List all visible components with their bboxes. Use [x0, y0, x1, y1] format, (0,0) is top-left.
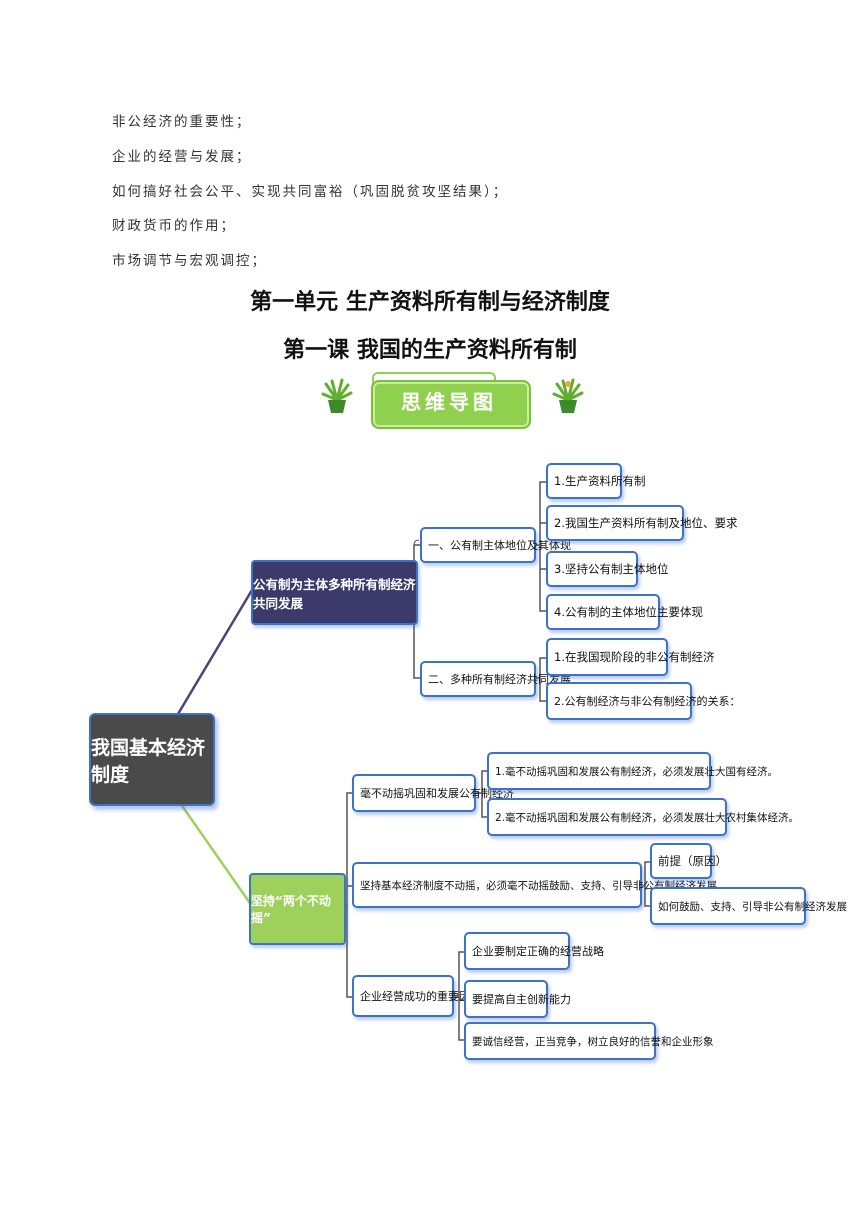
branch-public-ownership: 公有制为主体多种所有制经济共同发展 — [251, 560, 418, 625]
node-consolidate-public: 毫不动摇巩固和发展公有制经济 — [352, 774, 514, 812]
banner-label: 思维导图 — [401, 390, 497, 414]
mindmap-banner — [371, 380, 531, 429]
node-item: 要提高自主创新能力 — [464, 980, 571, 1018]
node-item: 如何鼓励、支持、引导非公有制经济发展 — [650, 887, 847, 925]
node-non-public: 坚持基本经济制度不动摇，必须毫不动摇鼓励、支持、引导非公有制经济发展。 — [352, 862, 728, 908]
node-item: 1.在我国现阶段的非公有制经济 — [546, 638, 714, 676]
text-line: 市场调节与宏观调控； — [112, 253, 267, 269]
branch-two-unwavering: 坚持“两个不动摇” — [249, 873, 346, 945]
text-line: 非公经济的重要性； — [112, 114, 252, 130]
node-public-dominant: 一、公有制主体地位及其体现 — [420, 527, 571, 563]
node-item: 1.毫不动摇巩固和发展公有制经济，必须发展壮大国有经济。 — [487, 752, 778, 790]
node-enterprise-factors: 企业经营成功的重要因素 — [352, 975, 481, 1017]
plant-icon — [552, 378, 584, 413]
node-item: 4.公有制的主体地位主要体现 — [546, 594, 703, 630]
text-line: 企业的经营与发展； — [112, 149, 252, 165]
plant-icon — [321, 378, 353, 413]
mindmap-root: 我国基本经济制度 — [89, 713, 215, 806]
node-item: 要诚信经营，正当竞争，树立良好的信誉和企业形象 — [464, 1022, 714, 1060]
node-item: 2.毫不动摇巩固和发展公有制经济，必须发展壮大农村集体经济。 — [487, 798, 799, 836]
node-item: 3.坚持公有制主体地位 — [546, 551, 668, 587]
lesson-title: 第一课 我国的生产资料所有制 — [283, 337, 577, 363]
text-line: 如何搞好社会公平、实现共同富裕（巩固脱贫攻坚结果）； — [112, 184, 509, 200]
node-item: 2.公有制经济与非公有制经济的关系： — [546, 682, 741, 720]
node-item: 2.我国生产资料所有制及地位、要求 — [546, 505, 737, 541]
text-line: 财政货币的作用； — [112, 218, 236, 234]
node-item: 1.生产资料所有制 — [546, 463, 645, 499]
node-item: 前提（原因） — [650, 843, 727, 879]
unit-title: 第一单元 生产资料所有制与经济制度 — [250, 289, 610, 315]
node-item: 企业要制定正确的经营战略 — [464, 932, 604, 970]
node-multi-ownership: 二、多种所有制经济共同发展 — [420, 661, 571, 697]
